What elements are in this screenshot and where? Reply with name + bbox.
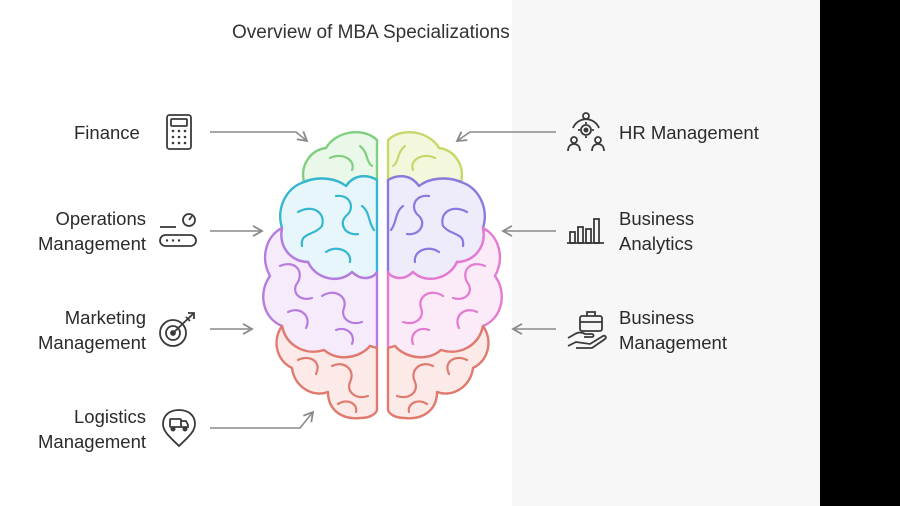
people-gear-icon (567, 112, 605, 152)
label-hr-line1: HR Management (619, 122, 759, 143)
label-finance-line1: Finance (74, 122, 140, 143)
brain (262, 131, 503, 420)
label-logistics-line1: Logistics (74, 406, 146, 427)
label-operations-line1: Operations (55, 208, 147, 229)
label-marketing-line1: Marketing (64, 307, 146, 328)
delivery-truck-pin-icon (162, 409, 196, 448)
label-business-management: Business Management (619, 305, 727, 355)
hand-briefcase-icon (567, 311, 607, 349)
right-edge-bar (820, 0, 900, 506)
label-business-mgmt-line2: Management (619, 332, 727, 353)
arrow-hr (455, 131, 556, 143)
brain-lobe-red (275, 324, 379, 420)
label-business-mgmt-line1: Business (619, 307, 695, 328)
bar-chart-icon (567, 218, 604, 244)
label-finance: Finance (74, 120, 140, 145)
label-analytics-line1: Business (619, 208, 695, 229)
brain-lobe-red-right (386, 324, 490, 420)
label-operations-line2: Management (38, 233, 146, 254)
label-operations-management: Operations Management (26, 206, 146, 256)
label-logistics-management: Logistics Management (26, 404, 146, 454)
label-logistics-line2: Management (38, 431, 146, 452)
arrow-finance (210, 131, 309, 143)
arrow-logistics (210, 410, 315, 429)
diagram-title: Overview of MBA Specializations (232, 22, 510, 43)
calculator-icon (166, 114, 192, 150)
label-marketing-line2: Management (38, 332, 146, 353)
conveyor-gauge-icon (159, 213, 197, 247)
label-business-analytics: Business Analytics (619, 206, 694, 256)
connector-arrows (210, 131, 556, 429)
label-analytics-line2: Analytics (619, 233, 694, 254)
label-marketing-management: Marketing Management (26, 305, 146, 355)
target-arrow-icon (159, 312, 195, 347)
label-hr-management: HR Management (619, 120, 759, 145)
